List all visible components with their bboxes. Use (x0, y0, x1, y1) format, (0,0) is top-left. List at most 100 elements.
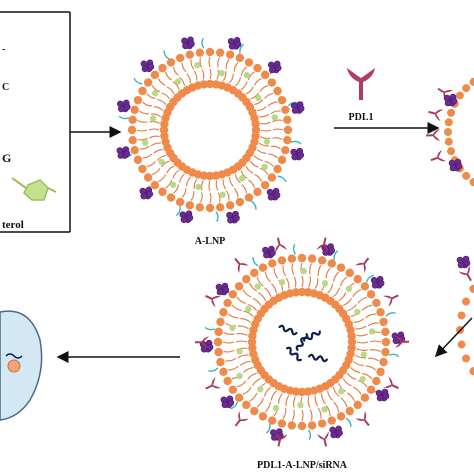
peg-icon (252, 257, 259, 267)
phospholipid-icon (205, 79, 215, 89)
phospholipid-icon (360, 282, 370, 291)
cholesterol-icon (195, 183, 202, 191)
phospholipid-icon (277, 155, 287, 165)
pdl1-lnp-partial (426, 77, 474, 376)
phospholipid-icon (214, 327, 223, 337)
peg-icon (277, 175, 287, 183)
cholesterol-icon (245, 305, 252, 313)
phospholipid-icon (287, 254, 297, 263)
cholesterol-icon (297, 401, 304, 409)
phospholipid-icon (376, 308, 385, 317)
a-lnp-particle (116, 36, 305, 224)
phospholipid-icon (242, 274, 251, 284)
phospholipid-icon (469, 367, 474, 376)
pdl1-antibody-icon (458, 265, 472, 282)
phospholipid-icon (273, 164, 282, 174)
peg-icon (204, 326, 216, 331)
sirna-icon (286, 346, 302, 362)
peg-icon (118, 115, 130, 120)
phospholipid-icon (166, 193, 176, 202)
peg-icon (345, 417, 352, 427)
phospholipid-icon (347, 337, 357, 347)
phospholipid-icon (273, 86, 282, 96)
cholesterol-icon (152, 89, 159, 97)
phospholipid-icon (143, 173, 153, 182)
phospholipid-icon (219, 308, 228, 317)
peg-icon (385, 312, 396, 317)
cholesterol-icon (345, 285, 353, 292)
phospholipid-icon (143, 78, 153, 87)
phospholipid-icon (253, 63, 262, 73)
phospholipid-icon (166, 58, 176, 67)
phospholipid-icon (277, 95, 287, 105)
phospholipid-icon (195, 48, 205, 57)
cholesterol-icon (254, 283, 261, 290)
protein-icon (290, 101, 305, 114)
phospholipid-icon (225, 201, 235, 210)
pdl1-label: PDL1 (349, 112, 374, 123)
cholesterol-icon (359, 375, 366, 383)
phospholipid-icon (317, 419, 327, 428)
phospholipid-icon (281, 105, 290, 115)
phospholipid-icon (223, 298, 232, 308)
phospholipid-icon (250, 406, 259, 416)
pdl1-antibody-icon (426, 128, 441, 141)
peg-icon (201, 37, 205, 49)
protein-icon (448, 158, 463, 172)
phospholipid-icon (381, 337, 391, 347)
phospholipid-icon (287, 421, 297, 430)
cholesterol-icon (321, 280, 329, 287)
phospholipid-icon (260, 180, 270, 190)
peg-icon (290, 140, 302, 145)
partial-label-dash: - (2, 44, 5, 55)
cholesterol-icon (169, 181, 177, 188)
cholesterol-icon (300, 267, 308, 275)
phospholipid-icon (297, 287, 307, 297)
phospholipid-icon (336, 263, 346, 272)
protein-icon (116, 99, 131, 113)
protein-icon (226, 210, 240, 224)
protein-icon (329, 425, 343, 439)
cholesterol-icon (338, 388, 345, 395)
peg-icon (215, 211, 219, 223)
cholesterol-icon (218, 69, 225, 77)
peg-icon (333, 250, 339, 261)
phospholipid-icon (444, 128, 452, 136)
phospholipid-icon (251, 125, 261, 135)
cholesterol-icon (272, 404, 280, 412)
phospholipid-icon (267, 173, 277, 182)
pdl1-a-lnp-sirna-particle (194, 237, 410, 447)
cholesterol-icon (271, 114, 278, 121)
cholesterol-icon (142, 139, 149, 146)
phospholipid-icon (317, 256, 327, 265)
protein-icon (215, 282, 230, 296)
phospholipid-icon (130, 145, 139, 155)
peg-icon (265, 423, 271, 434)
protein-icon (262, 245, 276, 259)
phospholipid-icon (242, 400, 251, 410)
phospholipid-icon (253, 187, 262, 197)
phospholipid-icon (353, 274, 362, 284)
phospholipid-icon (303, 387, 313, 396)
phospholipid-icon (216, 357, 225, 367)
phospholipid-icon (223, 376, 232, 386)
phospholipid-icon (345, 406, 354, 416)
pdl1-antibody-icon (383, 376, 399, 390)
phospholipid-icon (250, 268, 259, 278)
phospholipid-icon (258, 263, 268, 272)
phospholipid-icon (127, 125, 137, 135)
phospholipid-icon (216, 317, 225, 327)
pdl1-antibody-icon (234, 411, 249, 427)
pdl1-antibody-icon (317, 431, 329, 447)
peg-icon (250, 200, 257, 210)
phospholipid-icon (462, 84, 471, 93)
pdl1-antibody-icon (205, 377, 221, 390)
protein-icon (443, 93, 458, 107)
protein-icon (220, 395, 235, 409)
peg-icon (175, 206, 181, 217)
phospholipid-icon (447, 108, 456, 117)
phospholipid-icon (462, 354, 471, 363)
phospholipid-icon (307, 254, 317, 263)
phospholipid-icon (175, 197, 185, 207)
